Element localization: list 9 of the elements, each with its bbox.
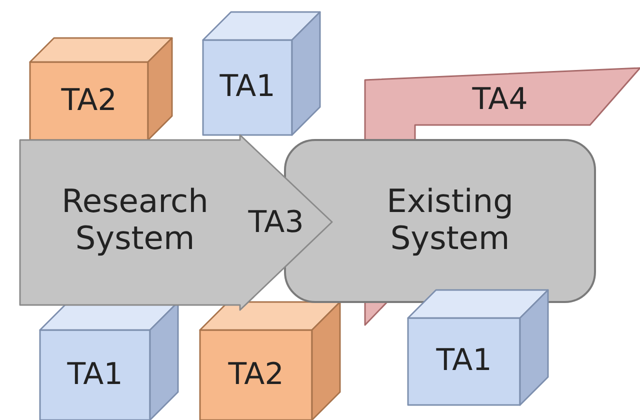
cube-label: TA1: [220, 70, 276, 105]
cube-label: TA2: [61, 84, 117, 118]
flag-label: TA4: [472, 82, 528, 118]
box-label: Existing System: [386, 183, 514, 257]
cube-label: TA1: [67, 358, 123, 392]
arrow-label: TA3: [248, 206, 304, 240]
arrow-label: Research System: [60, 183, 210, 257]
cube-label: TA1: [436, 344, 492, 379]
cube-label: TA2: [228, 358, 284, 392]
